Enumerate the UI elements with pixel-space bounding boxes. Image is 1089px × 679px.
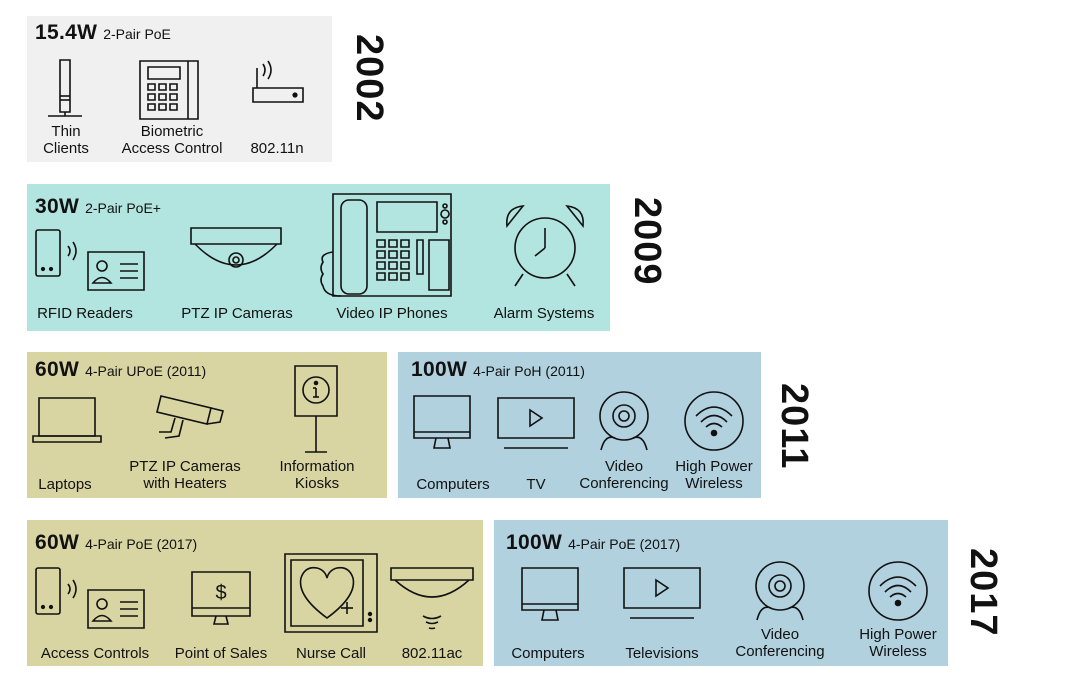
item-label: Televisions [625, 645, 699, 662]
wifi-icon [683, 390, 745, 452]
panel-2009-poe-plus: 30W 2-Pair PoE+ RFID Readers PTZ IP Camer… [27, 184, 610, 331]
item-label: Laptops [38, 476, 92, 493]
item-label: 802.11ac [401, 645, 463, 662]
item-label: RFID Readers [37, 305, 133, 322]
tv-icon [496, 396, 576, 452]
item-label: Video IP Phones [336, 305, 448, 322]
item-label: Alarm Systems [493, 305, 595, 322]
panel-header: 100W 4-Pair PoH (2011) [411, 358, 585, 382]
standard: 2-Pair PoE+ [85, 200, 161, 216]
item-label: TV [526, 476, 546, 493]
standard: 4-Pair PoE (2017) [568, 536, 681, 552]
year-label-2009: 2009 [626, 197, 668, 286]
item-label: Point of Sales [174, 645, 268, 662]
tv-icon [622, 566, 702, 622]
wattage: 30W [35, 195, 80, 218]
info-kiosk-icon [289, 364, 343, 456]
panel-header: 60W 4-Pair PoE (2017) [35, 531, 197, 555]
year-label-2002: 2002 [348, 34, 390, 123]
item-label: 802.11n [250, 140, 304, 157]
monitor-icon [520, 566, 580, 624]
panel-2011-poh: 100W 4-Pair PoH (2011) Computers TV Video… [398, 352, 761, 498]
pos-terminal-icon: $ [190, 570, 252, 628]
webcam-icon [751, 560, 809, 622]
rfid-reader-icon [32, 228, 150, 294]
keypad-icon [134, 59, 204, 121]
alarm-clock-icon [501, 200, 589, 292]
svg-text:$: $ [215, 582, 226, 604]
dome-camera-icon [187, 226, 285, 274]
panel-2017-60w: 60W 4-Pair PoE (2017) Access Controls $ P… [27, 520, 483, 666]
standard: 4-Pair PoE (2017) [85, 536, 198, 552]
panel-header: 100W 4-Pair PoE (2017) [506, 531, 680, 555]
year-label-2011: 2011 [773, 383, 815, 470]
year-label-2017: 2017 [962, 548, 1004, 637]
panel-header: 60W 4-Pair UPoE (2011) [35, 358, 206, 382]
panel-header: 30W 2-Pair PoE+ [35, 195, 161, 219]
wattage: 15.4W [35, 21, 98, 44]
laptop-icon [31, 396, 103, 446]
bullet-camera-icon [153, 394, 229, 448]
nurse-call-icon [283, 552, 379, 634]
ceiling-ap-icon [389, 566, 475, 636]
panel-2017-100w: 100W 4-Pair PoE (2017) Computers Televisi… [494, 520, 948, 666]
item-label: Computers [511, 645, 585, 662]
webcam-icon [595, 390, 653, 452]
thin-client-icon [45, 58, 89, 120]
item-label: Computers [416, 476, 490, 493]
standard: 4-Pair UPoE (2011) [85, 363, 207, 379]
wifi-router-icon [249, 58, 307, 108]
ip-phone-icon [317, 192, 467, 304]
item-label: PTZ IP Cameras [181, 305, 293, 322]
panel-2011-upoe: 60W 4-Pair UPoE (2011) Laptops PTZ IP Cam… [27, 352, 387, 498]
monitor-icon [412, 394, 472, 452]
wattage: 60W [35, 358, 80, 381]
panel-header: 15.4W 2-Pair PoE [35, 21, 171, 45]
wattage: 100W [411, 358, 468, 381]
wattage: 60W [35, 531, 80, 554]
item-label: Access Controls [40, 645, 150, 662]
access-control-icon [32, 566, 150, 632]
wifi-icon [867, 560, 929, 622]
standard: 4-Pair PoH (2011) [473, 363, 585, 379]
wattage: 100W [506, 531, 563, 554]
standard: 2-Pair PoE [103, 26, 171, 42]
item-label: Nurse Call [295, 645, 367, 662]
